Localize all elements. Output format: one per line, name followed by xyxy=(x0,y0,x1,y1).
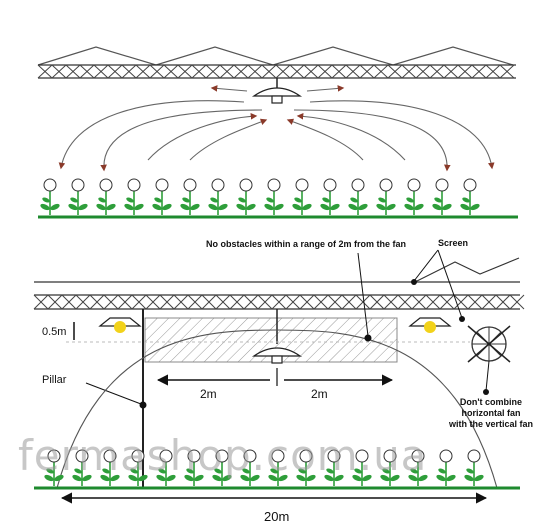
dont-combine-line3: with the vertical fan xyxy=(448,419,533,429)
flower-plant-icon xyxy=(460,178,480,215)
flower-plant-icon xyxy=(236,178,256,215)
flower-plant-icon xyxy=(156,449,176,486)
top-truss xyxy=(37,64,515,79)
top-greenhouse-roof xyxy=(37,46,516,79)
dont-combine-line2: horizontal fan xyxy=(462,408,521,418)
flower-plant-icon xyxy=(436,449,456,486)
pillar-label: Pillar xyxy=(42,374,67,386)
top-fan-icon xyxy=(251,78,303,104)
flower-plant-icon xyxy=(464,449,484,486)
height-marker: 0.5m xyxy=(42,322,470,343)
bottom-plant-row xyxy=(44,449,484,486)
flower-plant-icon xyxy=(100,449,120,486)
flower-plant-icon xyxy=(96,178,116,215)
flower-plant-icon xyxy=(324,449,344,486)
no-obstacles-leader xyxy=(357,252,369,337)
airflow-arc xyxy=(56,329,498,489)
flower-plant-icon xyxy=(72,449,92,486)
screen-label: Screen xyxy=(438,238,468,248)
flower-plant-icon xyxy=(296,449,316,486)
flower-plant-icon xyxy=(352,449,372,486)
total-span-label: 20m xyxy=(264,509,289,524)
flower-plant-icon xyxy=(320,178,340,215)
flower-plant-icon xyxy=(380,449,400,486)
flower-plant-icon xyxy=(152,178,172,215)
top-airflow-arrows xyxy=(58,85,495,172)
flower-plant-icon xyxy=(184,449,204,486)
span-dimensions: 2m 2m xyxy=(156,368,394,401)
flower-plant-icon xyxy=(180,178,200,215)
watermark-text: fermashop.com.ua xyxy=(18,431,427,480)
flower-plant-icon xyxy=(264,178,284,215)
flower-plant-icon xyxy=(128,449,148,486)
screen-rail xyxy=(33,257,525,310)
flower-plant-icon xyxy=(408,449,428,486)
right-span-label: 2m xyxy=(311,387,328,401)
flower-plant-icon xyxy=(404,178,424,215)
flower-plant-icon xyxy=(292,178,312,215)
no-obstacles-label: No obstacles within a range of 2m from t… xyxy=(206,239,406,249)
lamp-left-icon xyxy=(98,317,142,333)
flower-plant-icon xyxy=(376,178,396,215)
screen-dot-1 xyxy=(411,279,417,285)
flower-plant-icon xyxy=(212,449,232,486)
vertical-fan-crossed-icon xyxy=(467,325,511,395)
top-plant-row xyxy=(40,178,480,215)
height-label: 0.5m xyxy=(42,326,66,338)
flower-plant-icon xyxy=(124,178,144,215)
dont-combine-line1: Don't combine xyxy=(460,397,522,407)
flower-plant-icon xyxy=(432,178,452,215)
no-obstacles-dot xyxy=(364,334,372,342)
flower-plant-icon xyxy=(208,178,228,215)
screen-leaders xyxy=(413,249,463,319)
flower-plant-icon xyxy=(68,178,88,215)
lamp-right-icon xyxy=(408,317,452,333)
left-span-label: 2m xyxy=(200,387,217,401)
screen-dot-2 xyxy=(459,316,465,322)
dont-combine-note: Don't combine horizontal fan with the ve… xyxy=(448,397,533,429)
flower-plant-icon xyxy=(44,449,64,486)
bottom-truss xyxy=(33,294,525,310)
flower-plant-icon xyxy=(40,178,60,215)
bottom-fan-icon xyxy=(251,309,303,364)
flower-plant-icon xyxy=(240,449,260,486)
flower-plant-icon xyxy=(268,449,288,486)
flower-plant-icon xyxy=(348,178,368,215)
total-span-dimension: 20m xyxy=(60,492,488,524)
